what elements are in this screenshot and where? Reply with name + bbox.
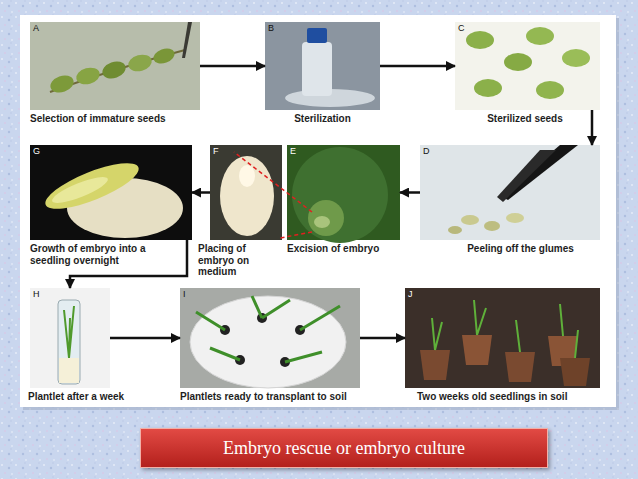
step-caption: Plantlets ready to transplant to soil	[180, 391, 402, 403]
panel-letter: J	[408, 290, 413, 299]
panel-letter: B	[268, 24, 274, 33]
panel-letter: D	[423, 147, 430, 156]
panel-letter: E	[290, 147, 296, 156]
step-caption: Plantlet after a week	[28, 391, 160, 403]
photo-panel: CSterilized seeds	[455, 22, 600, 110]
flow-arrow	[110, 337, 180, 340]
step-caption: Two weeks old seedlings in soil	[417, 391, 597, 403]
photo-panel: EExcision of embryo	[287, 145, 400, 240]
step-caption: Selection of immature seeds	[30, 113, 200, 125]
panel-letter: C	[458, 24, 465, 33]
photo-panel: JTwo weeks old seedlings in soil	[405, 288, 600, 388]
caption-box: Embryo rescue or embryo culture	[140, 428, 548, 468]
step-caption: Sterilized seeds	[467, 113, 583, 125]
step-caption: Sterilization	[255, 113, 390, 125]
flow-arrow	[380, 65, 455, 68]
photo-panel: FPlacing of embryo on medium	[210, 145, 282, 240]
photo-panel: GGrowth of embryo into a seedling overni…	[30, 145, 192, 240]
caption-text: Embryo rescue or embryo culture	[223, 438, 465, 459]
flow-arrow	[192, 191, 210, 194]
flow-arrow	[200, 65, 265, 68]
step-caption: Peeling off the glumes	[448, 243, 593, 255]
photo-panel: IPlantlets ready to transplant to soil	[180, 288, 360, 388]
panel-letter: H	[33, 290, 40, 299]
panel-letter: G	[33, 147, 40, 156]
flow-arrow	[591, 110, 594, 145]
panel-letter: I	[183, 290, 186, 299]
step-caption: Growth of embryo into a seedling overnig…	[30, 243, 172, 266]
flow-arrow	[360, 337, 405, 340]
panel-letter: A	[33, 24, 39, 33]
step-caption: Excision of embryo	[287, 243, 399, 255]
flow-arrow	[400, 191, 420, 194]
photo-panel: DPeeling off the glumes	[420, 145, 600, 240]
panel-letter: F	[213, 147, 219, 156]
photo-panel: ASelection of immature seeds	[30, 22, 200, 110]
photo-panel: BSterilization	[265, 22, 380, 110]
step-caption: Placing of embryo on medium	[198, 243, 284, 278]
photo-panel: HPlantlet after a week	[30, 288, 110, 388]
